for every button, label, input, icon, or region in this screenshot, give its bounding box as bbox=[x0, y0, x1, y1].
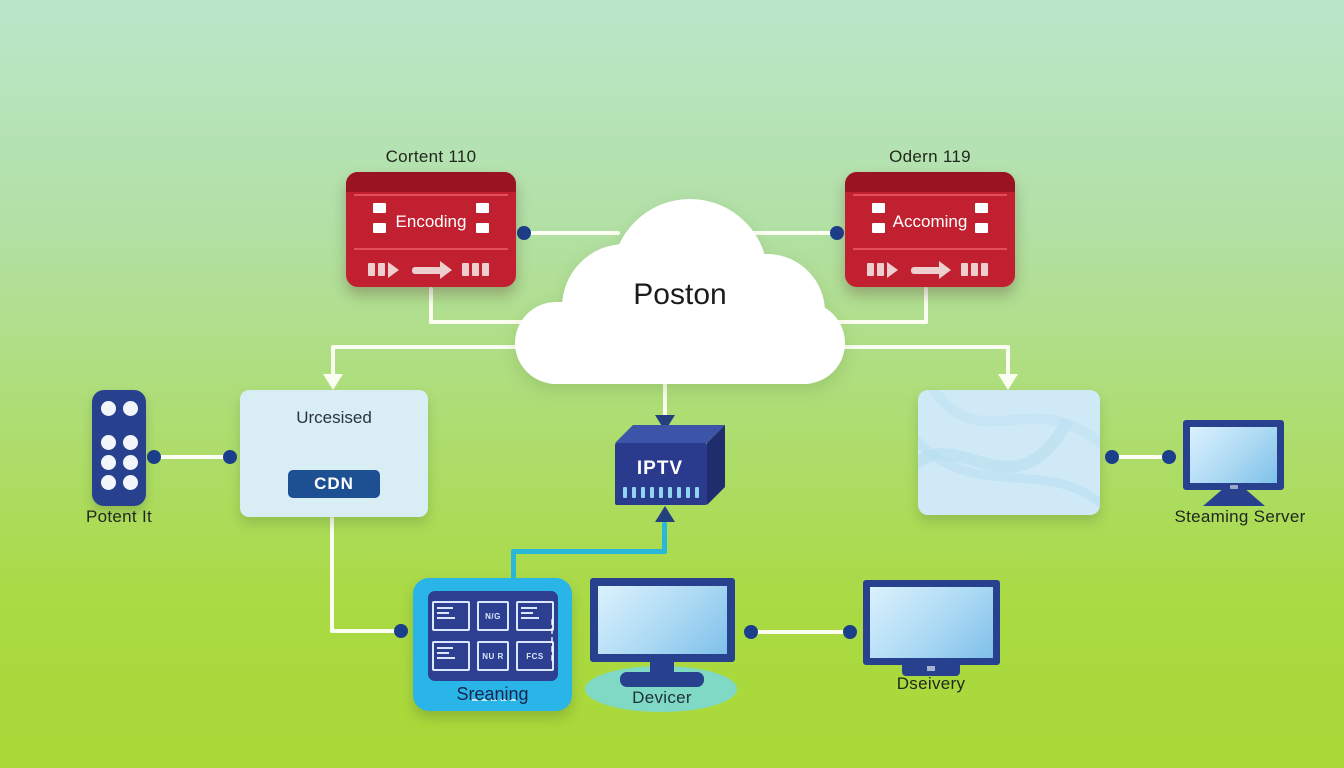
encoder-top-band bbox=[845, 172, 1015, 192]
bars-play-icon bbox=[368, 261, 399, 279]
connector-cloud-cdn-vert bbox=[331, 345, 335, 376]
connector-cdn-screens-horiz bbox=[330, 629, 398, 633]
sprocket-icon bbox=[373, 223, 386, 233]
connector-encoderleft-horiz bbox=[429, 320, 585, 324]
scribble-decoration bbox=[549, 619, 553, 661]
device-monitor-base bbox=[620, 672, 704, 687]
cdn-button: CDN bbox=[288, 470, 380, 498]
connector-encoderright-horiz bbox=[772, 320, 928, 324]
cdn-panel: Urcesised CDN bbox=[240, 390, 428, 517]
connector-encoderright-cloud bbox=[742, 231, 838, 235]
encoder-top-band bbox=[346, 172, 516, 192]
bars-play-icon bbox=[867, 261, 898, 279]
mini-screen bbox=[432, 601, 470, 631]
encoder-left-node: Encoding bbox=[346, 172, 516, 287]
device-monitor-caption: Devicer bbox=[632, 688, 692, 707]
remote-caption: Potent It bbox=[85, 507, 153, 526]
encoder-separator bbox=[354, 248, 508, 250]
encoder-separator bbox=[354, 194, 508, 196]
connector-cdn-screens-vert bbox=[330, 517, 334, 633]
connector-dot bbox=[1105, 450, 1119, 464]
connector-device-delivery bbox=[750, 630, 852, 634]
connector-dot bbox=[517, 226, 531, 240]
swirl-pattern bbox=[918, 390, 1100, 509]
encoder-right-caption: Odern 119 bbox=[889, 147, 971, 166]
device-monitor-screen bbox=[590, 578, 735, 662]
encoder-icon-row bbox=[845, 256, 1015, 282]
cdn-panel-title: Urcesised bbox=[296, 408, 372, 427]
connector-pattern-monitor bbox=[1108, 455, 1172, 459]
connector-cloud-iptv bbox=[663, 378, 667, 417]
bars-icon bbox=[462, 261, 492, 279]
delivery-tv-caption: Dseivery bbox=[896, 674, 966, 693]
sprocket-icon bbox=[872, 203, 885, 213]
streaming-monitor-stand bbox=[1203, 490, 1265, 506]
delivery-tv-screen bbox=[863, 580, 1000, 665]
mini-screen: NU R bbox=[477, 641, 509, 671]
screens-panel-caption: Sreaning bbox=[456, 684, 529, 704]
sprocket-icon bbox=[975, 203, 988, 213]
arrow-into-pattern-box bbox=[998, 374, 1018, 390]
connector-dot bbox=[147, 450, 161, 464]
arrow-right-icon bbox=[412, 261, 452, 279]
encoder-right-title: Accoming bbox=[892, 212, 968, 231]
connector-dot bbox=[744, 625, 758, 639]
remote-control-icon bbox=[92, 390, 146, 506]
connector-dot bbox=[830, 226, 844, 240]
sprocket-icon bbox=[872, 223, 885, 233]
arrow-right-icon bbox=[911, 261, 951, 279]
iptv-label: IPTV bbox=[636, 458, 684, 479]
connector-encoderleft-down bbox=[429, 287, 433, 324]
encoder-left-caption: Cortent 110 bbox=[385, 147, 477, 166]
delivery-tv-stand bbox=[902, 663, 960, 676]
cloud-shape bbox=[515, 199, 845, 384]
encoder-right-node: Accoming bbox=[845, 172, 1015, 287]
mini-screen: N/G bbox=[477, 601, 509, 631]
arrow-into-iptv-bottom bbox=[655, 506, 675, 522]
mini-screen bbox=[432, 641, 470, 671]
connector-dot bbox=[843, 625, 857, 639]
iptv-server-shape bbox=[615, 425, 725, 505]
mini-screen bbox=[516, 601, 554, 631]
bars-icon bbox=[961, 261, 991, 279]
sprocket-icon bbox=[373, 203, 386, 213]
connector-encoderright-down bbox=[924, 287, 928, 324]
encoder-separator bbox=[853, 248, 1007, 250]
screens-grid: N/G NU R FCS bbox=[428, 591, 558, 701]
connector-screens-iptv-vert1 bbox=[511, 551, 516, 579]
connector-cloud-pattern-vert bbox=[1006, 345, 1010, 376]
iptv-vents-icon bbox=[623, 487, 703, 498]
sprocket-icon bbox=[476, 203, 489, 213]
cloud-label: Poston bbox=[633, 278, 727, 311]
connector-dot bbox=[223, 450, 237, 464]
media-pattern-panel bbox=[918, 390, 1100, 515]
encoder-icon-row bbox=[346, 256, 516, 282]
connector-cloud-pattern-horiz bbox=[772, 345, 1008, 349]
encoder-left-title: Encoding bbox=[395, 212, 467, 231]
arrow-into-cdn bbox=[323, 374, 343, 390]
connector-cloud-cdn-horiz bbox=[333, 345, 585, 349]
connector-screens-iptv-horiz bbox=[511, 549, 667, 554]
screens-panel: N/G NU R FCS Sreaning bbox=[413, 578, 572, 711]
connector-screens-iptv-vert2 bbox=[662, 522, 667, 551]
streaming-monitor-screen bbox=[1183, 420, 1284, 490]
sprocket-icon bbox=[476, 223, 489, 233]
mini-screen: FCS bbox=[516, 641, 554, 671]
connector-remote-cdn bbox=[152, 455, 232, 459]
connector-encoderleft-cloud bbox=[524, 231, 620, 235]
sprocket-icon bbox=[975, 223, 988, 233]
connector-dot bbox=[394, 624, 408, 638]
scribble-decoration bbox=[472, 699, 516, 701]
encoder-separator bbox=[853, 194, 1007, 196]
connector-dot bbox=[1162, 450, 1176, 464]
streaming-monitor-caption: Steaming Server bbox=[1174, 507, 1306, 526]
